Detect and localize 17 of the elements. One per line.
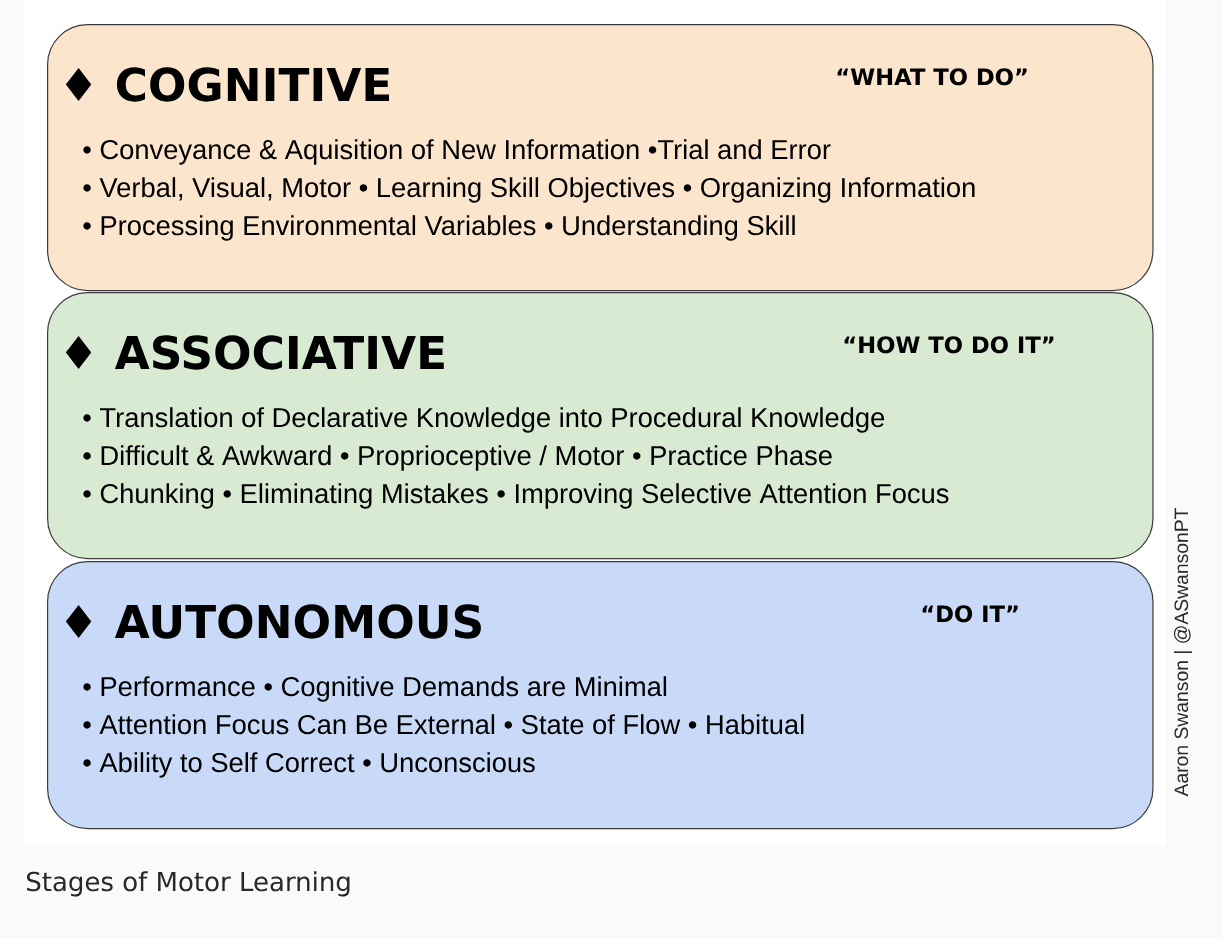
bullet-line: • Conveyance & Aquisition of New Information •Trial and Error xyxy=(83,139,831,165)
bullet-line: • Verbal, Visual, Motor • Learning Skill Objectives • Organizing Information xyxy=(83,177,975,203)
bullet-line: • Performance • Cognitive Demands are Minimal xyxy=(83,676,667,702)
stage-tagline: “WHAT TO DO” xyxy=(837,68,1027,86)
bullet-line: • Translation of Declarative Knowledge into Procedural Knowledge xyxy=(83,407,885,433)
bullet-line: • Processing Environmental Variables • Understanding Skill xyxy=(83,215,795,241)
bullet-line: • Attention Focus Can Be External • State of Flow • Habitual xyxy=(83,714,804,735)
credit-text: Aaron Swanson | @ASwansonPT xyxy=(1173,507,1193,797)
bullet-line: • Ability to Self Correct • Unconscious xyxy=(83,752,535,778)
bullet-line: • Chunking • Eliminating Mistakes • Improving Selective Attention Focus xyxy=(83,483,949,509)
bullet-line: • Difficult & Awkward • Proprioceptive / Motor • Practice Phase xyxy=(83,445,832,471)
stage-heading: ♦ AUTONOMOUS xyxy=(65,604,481,639)
caption: Stages of Motor Learning xyxy=(27,871,350,897)
stage-heading: ♦ COGNITIVE xyxy=(65,67,389,102)
stage-tagline: “DO IT” xyxy=(922,605,1018,623)
stage-tagline: “HOW TO DO IT” xyxy=(844,336,1054,354)
stage-heading: ♦ ASSOCIATIVE xyxy=(65,335,444,370)
